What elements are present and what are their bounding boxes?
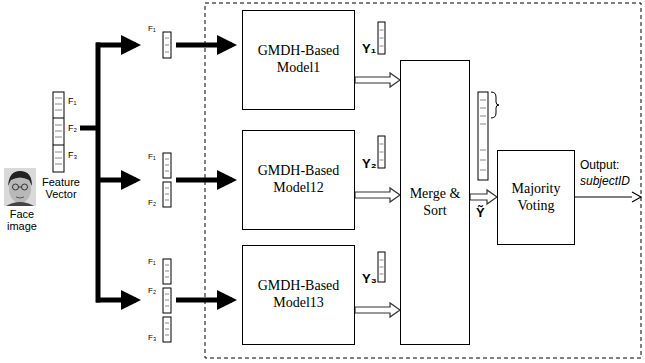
feature-label: F₁ (148, 258, 156, 267)
merge-box: Merge & Sort (400, 60, 470, 345)
feature-label: F₁ (148, 25, 156, 34)
output-value: subjectID (580, 175, 630, 188)
feature-label: F₁ (68, 97, 77, 107)
image-caption: Face image (2, 208, 42, 232)
box-text: GMDH-Based Model12 (247, 163, 350, 197)
feature-label: F₂ (68, 124, 77, 134)
feature-label: F₂ (148, 287, 156, 296)
model-box: GMDH-Based Model12 (242, 130, 355, 230)
hollow-arrow (470, 190, 497, 204)
output-arrow (575, 192, 641, 202)
feature-label: F₂ (148, 199, 156, 208)
box-text: GMDH-Based Model13 (247, 278, 350, 312)
feature-label: F₁ (148, 153, 156, 162)
voting-box: Majority Voting (497, 150, 575, 245)
box-text: Merge & Sort (405, 186, 465, 220)
edge-label: Ỹ (476, 206, 485, 220)
box-text: GMDH-Based Model1 (247, 43, 350, 77)
vector-caption: Feature Vector (36, 176, 86, 200)
face-photo (4, 168, 36, 206)
feature-label: F₃ (68, 151, 77, 161)
hollow-arrow (355, 73, 400, 87)
edge-label: Y₂ (362, 157, 376, 171)
hollow-arrow (355, 303, 400, 317)
feature-vector (53, 92, 64, 172)
split-arrows (80, 43, 232, 303)
edge-label: Y₁ (362, 42, 376, 56)
edge-label: Y₃ (362, 272, 377, 286)
box-text: Majority Voting (502, 181, 570, 215)
model-box: GMDH-Based Model13 (242, 245, 355, 345)
dashed-region (205, 3, 641, 358)
model-box: GMDH-Based Model1 (242, 10, 355, 110)
hollow-arrow (355, 188, 400, 202)
feature-label: F₃ (148, 334, 156, 343)
sub-vectors (163, 32, 171, 342)
output-label: Output: (580, 159, 619, 172)
